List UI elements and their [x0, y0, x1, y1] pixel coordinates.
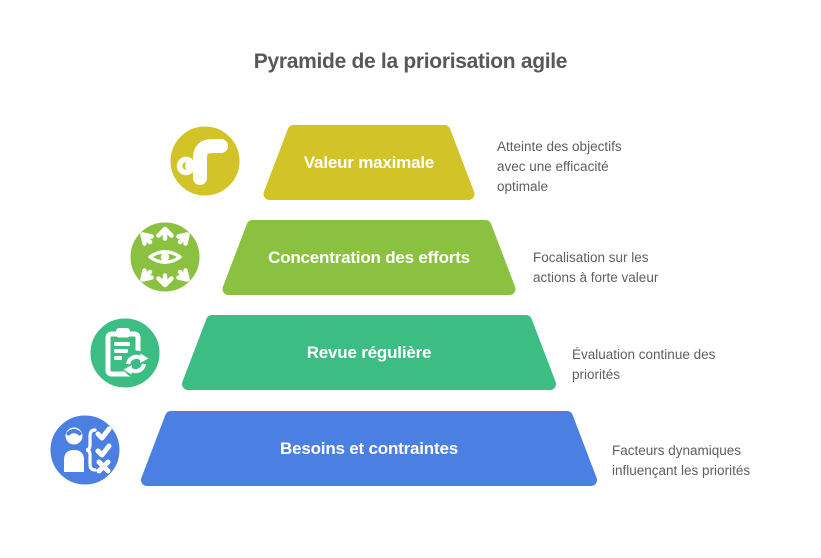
corner-arrows-icon [165, 121, 245, 201]
description-line: Atteinte des objectifs [497, 139, 622, 154]
description-line: actions à forte valeur [533, 270, 659, 285]
level-description: Atteinte des objectifs avec une efficaci… [497, 137, 622, 197]
page-title: Pyramide de la priorisation agile [253, 50, 568, 73]
trapezoid-shape [261, 122, 477, 203]
level-label: Besoins et contraintes [280, 438, 458, 458]
description-line: influençant les priorités [612, 463, 751, 478]
description-line: Évaluation continue des [572, 347, 716, 362]
trapezoid-shape [220, 217, 518, 298]
person-checklist-icon [45, 410, 125, 490]
trapezoid-shape [138, 408, 600, 489]
trapezoid-shape [179, 312, 559, 393]
clipboard-refresh-icon [85, 313, 165, 393]
level-description: Facteurs dynamiques influençant les prio… [612, 441, 750, 481]
level-label: Valeur maximale [303, 152, 435, 172]
description-line: priorités [572, 367, 621, 382]
description-line: Focalisation sur les [533, 250, 649, 265]
level-description: Focalisation sur les actions à forte val… [533, 248, 658, 288]
description-line: optimale [497, 179, 549, 194]
level-label: Revue régulière [306, 342, 432, 362]
eye-expand-icon [125, 217, 205, 297]
description-line: Facteurs dynamiques [612, 443, 742, 458]
level-description: Évaluation continue des priorités [572, 345, 715, 385]
level-label: Concentration des efforts [268, 247, 470, 267]
description-line: avec une efficacité [497, 159, 609, 174]
